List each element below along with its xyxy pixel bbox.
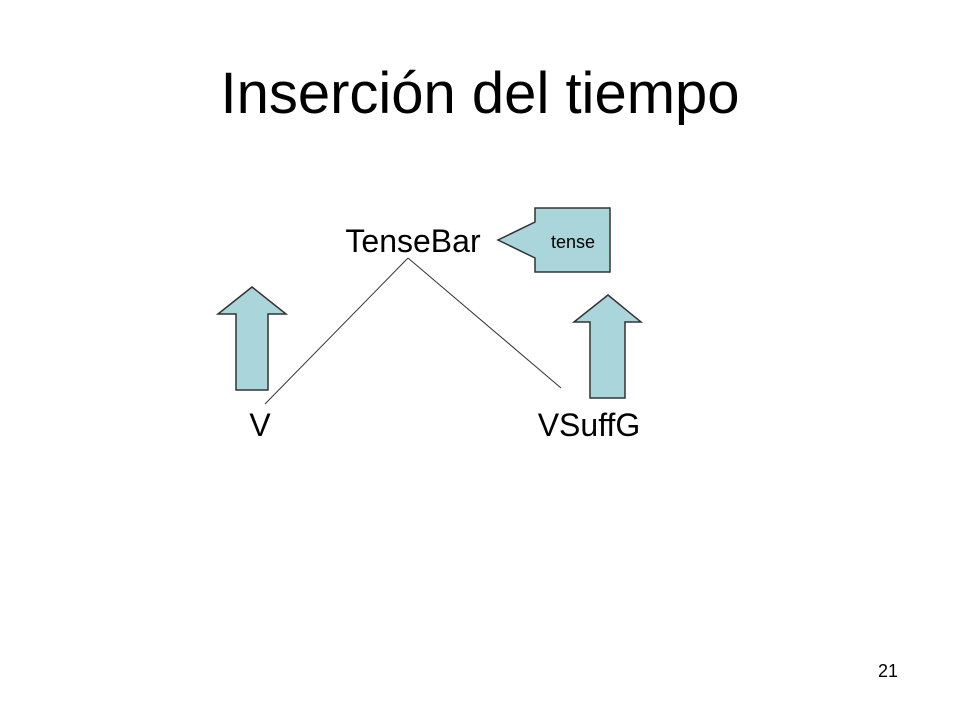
- right-up-arrow-icon: [571, 294, 644, 399]
- right-branch-line: [407, 257, 562, 389]
- page-number: 21: [877, 661, 898, 681]
- left-branch-line: [264, 257, 409, 405]
- tense-callout-arrow: [496, 207, 611, 273]
- root-node-label: TenseBar: [345, 223, 481, 259]
- tense-callout-label: tense: [551, 232, 595, 252]
- slide-title: Inserción del tiempo: [220, 61, 740, 126]
- right-leaf-label: VSuffG: [538, 407, 641, 443]
- left-up-arrow-icon: [215, 286, 289, 391]
- left-leaf-label: V: [249, 407, 271, 443]
